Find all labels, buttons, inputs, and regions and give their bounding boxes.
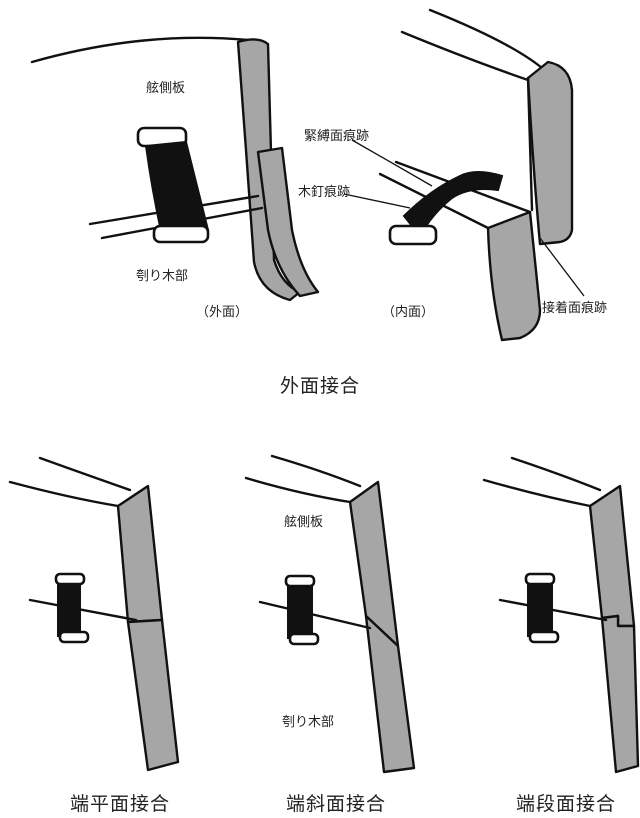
stepped-edge-lower [600,614,640,774]
flat-plank-top [38,456,132,492]
flat-binding [57,577,81,637]
label-dowel-trace: 木釘痕跡 [298,184,350,200]
flat-seam [28,598,138,622]
label-dugout-top: 刳り木部 [136,269,188,284]
oblique-edge-upper [348,480,400,648]
label-side-plank-bottom: 舷側板 [284,514,323,530]
oblique-loop-top [284,574,316,588]
label-inner-face: （内面） [382,304,434,320]
plank-edge-lower [256,146,320,298]
label-lashing-trace: 緊縛面痕跡 [304,128,369,144]
caption-stepped-joint: 端段面接合 [516,793,616,815]
stepped-loop-top [524,572,556,586]
inner-binding-loop [388,224,438,246]
label-side-plank-top: 舷側板 [146,80,185,96]
oblique-plank-top [270,454,362,488]
plank-inner-top [400,30,530,82]
inner-face-figure [343,8,585,342]
oblique-plank-inner [244,476,352,504]
lashing-leader [351,139,433,187]
oblique-edge-lower [364,614,416,774]
oblique-binding [287,579,313,639]
flat-plank-inner [8,480,120,508]
flat-loop-bottom [58,630,90,644]
plank-inner-corner [526,76,534,212]
label-dugout-bottom: 刳り木部 [282,715,334,730]
label-adhesion-trace: 接着面痕跡 [542,300,607,316]
oblique-joint-figure [244,454,416,774]
stepped-joint-figure [482,456,640,774]
dowel-leader [343,193,411,209]
label-outer-face: （外面） [196,305,248,320]
binding-bottom-loop [152,224,210,244]
stepped-loop-bottom [528,630,560,644]
dugout-edge-right [486,210,542,342]
stepped-plank-inner [482,478,592,508]
oblique-loop-bottom [288,632,320,646]
caption-flat-joint: 端平面接合 [70,793,170,815]
flat-edge-lower [126,618,180,772]
inner-binding-band [402,171,504,238]
flat-joint-figure [8,456,180,772]
binding-band [144,140,210,238]
plank-top-edge [30,36,250,64]
oblique-seam [258,600,372,630]
adhesion-leader [539,237,585,297]
stepped-binding [527,577,553,637]
stepped-edge-upper [588,484,636,628]
plank-top-edge-right [428,8,544,70]
flat-loop-top [54,572,86,586]
outer-face-figure [30,36,320,302]
stepped-plank-top [510,456,602,492]
flat-edge-upper [116,484,164,624]
plank-edge-right [526,60,574,246]
caption-oblique-joint: 端斜面接合 [286,793,386,815]
caption-outer-joint: 外面接合 [280,375,360,397]
